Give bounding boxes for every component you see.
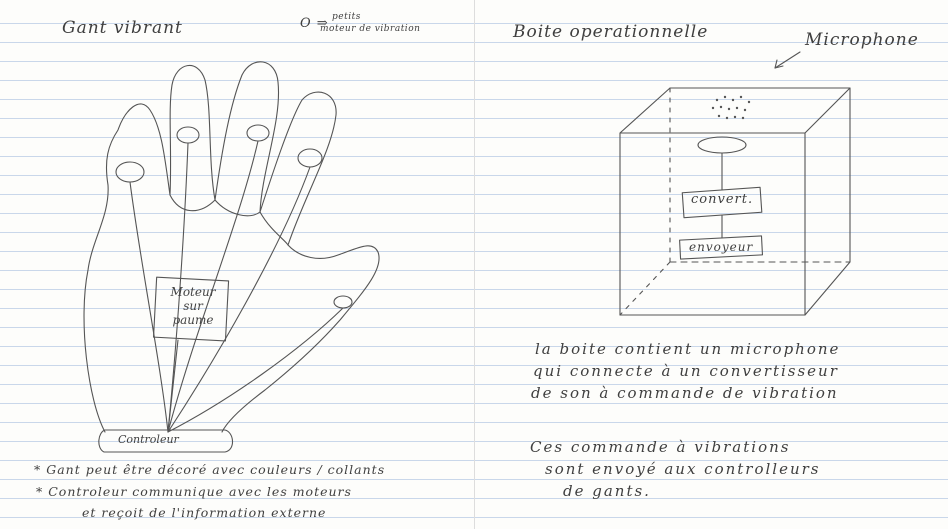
index-motor [177, 127, 199, 143]
para1-line-3: de son à commande de vibration [531, 384, 839, 402]
converter-label: convert. [691, 192, 753, 207]
palm-motor-line-1: Moteur [160, 285, 226, 299]
controller-label: Controleur [118, 433, 179, 446]
note-controller: * Controleur communique avec les moteurs [36, 484, 352, 499]
note-controller-cont: et reçoit de l'information externe [82, 505, 326, 520]
cube-top [620, 88, 850, 133]
para1-line-1: la boite contient un microphone [535, 340, 840, 358]
cube-front [620, 133, 805, 315]
pinky-motor [334, 296, 352, 308]
glove-drawing [0, 0, 474, 529]
middle-motor [247, 125, 269, 141]
left-notebook-page: Gant vibrant O ⇒ petits moteur de vibrat… [0, 0, 475, 529]
para2-line-2: sont envoyé aux controlleurs [545, 460, 821, 478]
note-decoration: * Gant peut être décoré avec couleurs / … [34, 462, 385, 477]
hand-outline [84, 62, 379, 432]
cube-right [805, 88, 850, 315]
ring-motor [298, 149, 322, 167]
sender-label: envoyeur [689, 240, 753, 254]
microphone-capsule [698, 137, 746, 153]
microphone-arrow [775, 52, 800, 68]
right-notebook-page: Boite operationnelle Microphone [475, 0, 948, 529]
para2-line-1: Ces commande à vibrations [530, 438, 790, 456]
palm-motor-line-3: paume [160, 313, 226, 327]
palm-motor-line-2: sur [160, 299, 226, 313]
para2-line-3: de gants. [563, 482, 651, 500]
para1-line-2: qui connecte à un convertisseur [533, 362, 839, 380]
palm-motor-label: Moteur sur paume [160, 285, 226, 327]
thumb-motor [116, 162, 144, 182]
microphone-holes [712, 96, 750, 119]
